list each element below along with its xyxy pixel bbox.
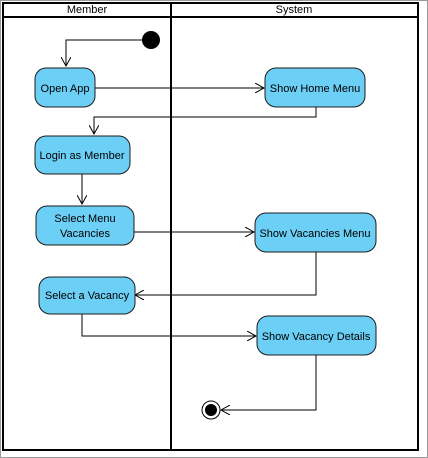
swimlane-system: System	[170, 2, 419, 451]
action-login-as-member-box	[34, 135, 131, 175]
edge-start-to-open-app	[66, 39, 143, 66]
action-open-app: Open App	[34, 67, 96, 108]
swimlane-system-border	[170, 2, 419, 451]
action-show-vacancy-details: Show Vacancy Details	[256, 315, 377, 356]
action-show-home-menu: Show Home Menu	[264, 67, 366, 108]
action-show-vacancy-details-label: Show Vacancy Details	[262, 331, 371, 343]
action-select-menu-vacancies: Select Menu Vacancies	[35, 205, 135, 246]
action-show-vacancies-menu: Show Vacancies Menu	[254, 212, 377, 253]
action-select-a-vacancy-label: Select a Vacancy	[45, 290, 130, 302]
action-open-app-box	[34, 67, 96, 108]
action-show-vacancies-menu-box	[254, 212, 377, 253]
action-select-menu-vacancies-box	[35, 205, 135, 246]
edges	[66, 39, 317, 410]
swimlane-member-title: Member	[67, 4, 108, 16]
final-node	[201, 400, 221, 420]
action-show-home-menu-box	[264, 67, 366, 108]
action-select-menu-vacancies-label-line1: Select Menu	[54, 213, 115, 225]
initial-node	[142, 31, 160, 49]
action-open-app-label: Open App	[41, 83, 90, 95]
action-show-home-menu-label: Show Home Menu	[270, 83, 361, 95]
swimlane-system-title: System	[276, 4, 313, 16]
action-select-a-vacancy: Select a Vacancy	[38, 276, 136, 315]
action-show-vacancies-menu-label: Show Vacancies Menu	[259, 228, 370, 240]
edge-select-vacancy-to-show-vacancy-details	[81, 314, 256, 336]
action-show-vacancy-details-box	[256, 315, 377, 356]
action-login-as-member-label: Login as Member	[40, 150, 125, 162]
edge-show-vacancy-details-to-end	[221, 355, 317, 410]
action-login-as-member: Login as Member	[34, 135, 131, 175]
action-select-menu-vacancies-label-line2: Vacancies	[60, 228, 110, 240]
final-node-inner-dot	[205, 404, 217, 416]
edge-show-vacancies-menu-to-select-vacancy	[135, 252, 317, 295]
action-select-a-vacancy-box	[38, 276, 136, 315]
edge-show-home-menu-to-login	[94, 107, 317, 134]
